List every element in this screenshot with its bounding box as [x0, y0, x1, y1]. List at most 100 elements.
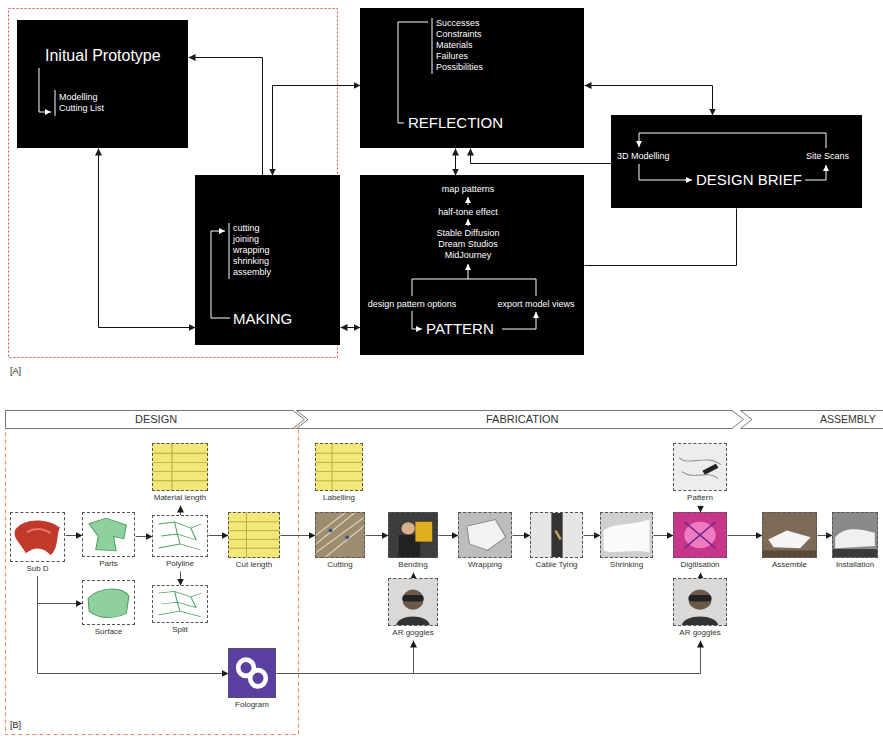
- thumbnail-label: Labelling: [323, 493, 355, 503]
- connector: [99, 149, 196, 328]
- connector: [585, 86, 713, 116]
- thumbnail-graphic: [604, 520, 650, 553]
- thumbnail-node: AR goggles: [388, 578, 438, 640]
- connector: [189, 58, 263, 176]
- thumbnail-image: [673, 578, 727, 626]
- box-heading: PATTERN: [426, 320, 494, 338]
- thumbnail-node: Parts: [82, 512, 135, 571]
- box-decoration: [611, 115, 862, 208]
- thumbnail-label: Cut length: [236, 560, 272, 570]
- thumbnail-graphic: [229, 649, 275, 697]
- thumbnail-graphic: [555, 531, 560, 540]
- thumbnail-image: [10, 512, 65, 562]
- thumbnail-graphic: [83, 581, 134, 624]
- list-item: export model views: [497, 299, 574, 310]
- thumbnail-image: [152, 585, 208, 623]
- connector: [585, 209, 737, 266]
- bracket-line: [398, 22, 428, 123]
- list-item: Possibilities: [436, 62, 483, 73]
- thumbnail-graphic: [153, 516, 207, 556]
- list-item: Constraints: [436, 29, 482, 40]
- bracket-line: [39, 68, 51, 112]
- list-item: shrinking: [233, 256, 269, 267]
- list-item: Successes: [436, 18, 480, 29]
- thumbnail-label: Digitisation: [680, 560, 719, 570]
- connector: [281, 535, 316, 536]
- thumbnail-graphic: [833, 513, 877, 557]
- phase-band: ASSEMBLY: [740, 410, 883, 429]
- bracket-line: [468, 219, 469, 226]
- thumbnail-image: [832, 512, 878, 558]
- list-item: MidJourney: [445, 250, 492, 261]
- thumbnail-node: Bending: [388, 512, 438, 572]
- thumbnail-graphic: [316, 513, 364, 557]
- bracket-line: [502, 312, 536, 329]
- bracket-line: [432, 18, 433, 74]
- thumbnail-label: Assemble: [772, 560, 807, 570]
- thumbnail-graphic: [153, 586, 207, 622]
- thumbnail-image: [152, 515, 208, 557]
- thumbnail-node: Installation: [832, 512, 878, 572]
- list-item: Materials: [436, 40, 473, 51]
- connector: [277, 641, 701, 674]
- thumbnail-graphic: [345, 535, 349, 539]
- thumbnail-graphic: [316, 444, 362, 490]
- bracket-line: [412, 279, 536, 296]
- thumbnail-node: Assemble: [762, 512, 817, 572]
- thumbnail-graphic: [402, 595, 423, 601]
- thumbnail-graphic: [467, 520, 506, 551]
- process-box: map patternshalf-tone effectStable Diffu…: [360, 175, 584, 355]
- thumbnail-node: Material length: [152, 443, 208, 505]
- thumbnail-label: Bending: [398, 560, 427, 570]
- box-heading: REFLECTION: [408, 114, 503, 132]
- thumbnail-image: [228, 648, 276, 698]
- thumbnail-graphic: [674, 444, 726, 490]
- phase-band: FABRICATION: [296, 410, 744, 429]
- thumbnail-image: [82, 580, 135, 625]
- connector: [439, 535, 459, 536]
- connector: [273, 86, 361, 176]
- thumbnail-graphic: [153, 444, 207, 490]
- box-decoration: [17, 20, 188, 148]
- connector: [584, 535, 601, 536]
- thumbnail-graphic: [83, 513, 134, 556]
- thumbnail-image: [228, 512, 280, 558]
- thumbnail-graphic: [763, 513, 816, 557]
- thumbnail-label: Installation: [836, 560, 874, 570]
- thumbnail-label: Fologram: [235, 700, 269, 710]
- thumbnail-graphic: [402, 590, 423, 610]
- list-item: Site Scans: [806, 151, 849, 162]
- panel-label: [A]: [10, 366, 21, 377]
- phase-band: DESIGN: [5, 410, 305, 429]
- list-item: design pattern options: [368, 299, 457, 310]
- thumbnail-label: Split: [172, 625, 188, 635]
- thumbnail-graphic: [689, 595, 712, 601]
- process-box: cuttingjoiningwrappingshrinkingassemblyM…: [195, 175, 340, 345]
- thumbnail-image: [600, 512, 653, 558]
- thumbnail-graphic: [833, 549, 877, 557]
- thumbnail-graphic: [229, 513, 279, 557]
- thumbnail-label: Pattern: [687, 493, 713, 503]
- connector: [728, 535, 763, 536]
- process-box: SuccessesConstraintsMaterialsFailuresPos…: [360, 8, 584, 148]
- connector: [366, 535, 389, 536]
- thumbnail-image: [388, 578, 438, 626]
- bracket-line: [211, 231, 230, 318]
- bracket-line: [468, 264, 469, 279]
- thumbnail-image: [673, 443, 727, 491]
- thumbnail-label: Cable Tying: [535, 560, 577, 570]
- thumbnail-label: Polyline: [166, 559, 194, 569]
- thumbnail-node: Digitisation: [673, 512, 727, 572]
- list-item: joining: [233, 234, 259, 245]
- thumbnail-graphic: [684, 522, 715, 548]
- connector: [136, 536, 153, 537]
- list-item: cutting: [233, 223, 260, 234]
- thumbnail-image: [388, 512, 438, 558]
- thumbnail-node: Pattern: [673, 443, 727, 505]
- thumbnail-graphic: [684, 522, 715, 548]
- thumbnail-graphic: [601, 513, 652, 557]
- thumbnail-node: Sub D: [10, 512, 65, 576]
- thumbnail-graphic: [674, 513, 726, 557]
- thumbnail-graphic: [835, 529, 875, 548]
- thumbnail-graphic: [158, 591, 201, 616]
